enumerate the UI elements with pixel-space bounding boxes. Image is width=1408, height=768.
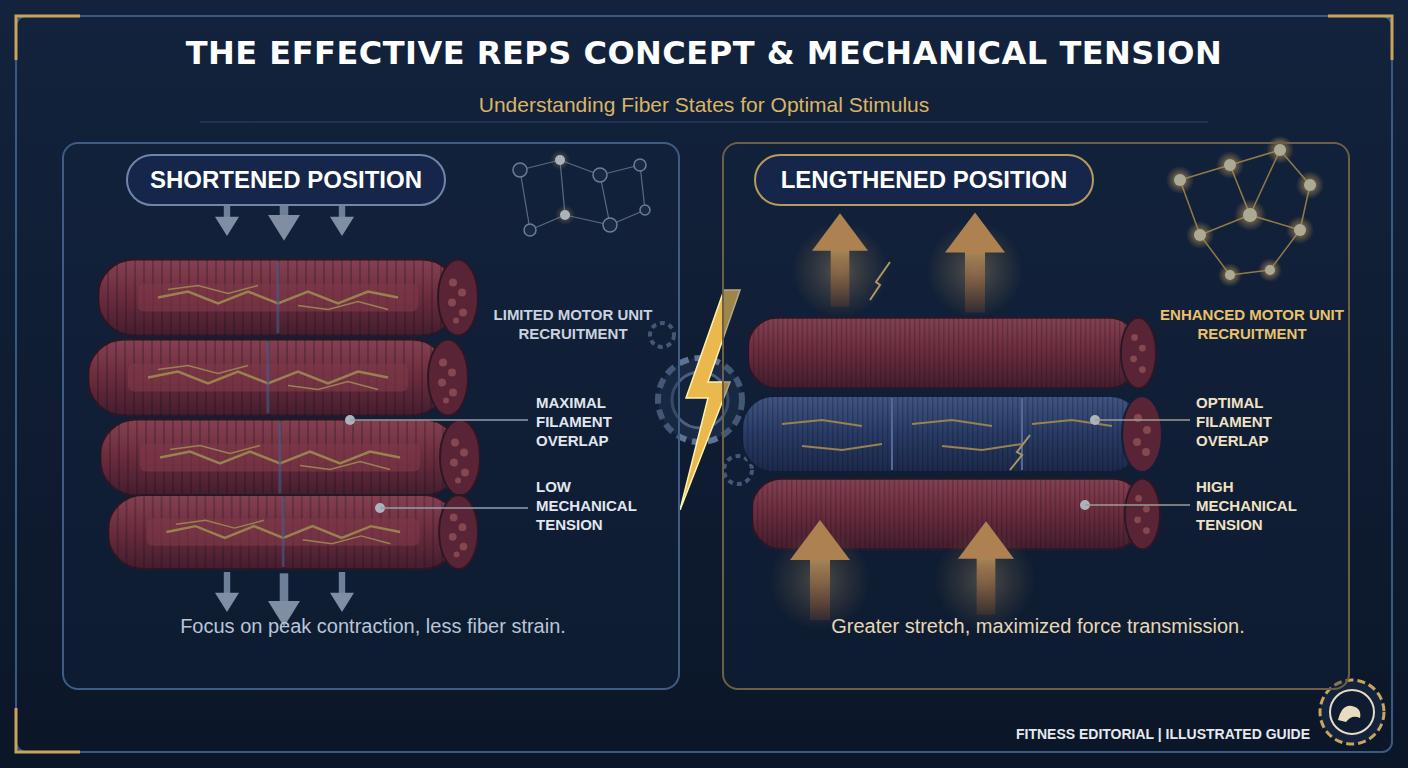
- panel-caption: Greater stretch, maximized force transmi…: [724, 615, 1352, 638]
- footer-credit: FITNESS EDITORIAL | ILLUSTRATED GUIDE: [960, 726, 1310, 744]
- callout-label: LOW MECHANICAL TENSION: [536, 478, 648, 534]
- callout-label: MAXIMAL FILAMENT OVERLAP: [536, 394, 634, 450]
- panel-caption: Focus on peak contraction, less fiber st…: [64, 615, 682, 638]
- panel-heading: LENGTHENED POSITION: [754, 154, 1094, 206]
- panel-heading: SHORTENED POSITION: [126, 154, 446, 206]
- callout-label: LIMITED MOTOR UNIT RECRUITMENT: [478, 306, 668, 344]
- callout-label: OPTIMAL FILAMENT OVERLAP: [1196, 394, 1294, 450]
- callout-label: HIGH MECHANICAL TENSION: [1196, 478, 1308, 534]
- diagram-title: THE EFFECTIVE REPS CONCEPT & MECHANICAL …: [0, 34, 1408, 72]
- subtitle: Understanding Fiber States for Optimal S…: [0, 92, 1408, 118]
- callout-label: ENHANCED MOTOR UNIT RECRUITMENT: [1154, 306, 1350, 344]
